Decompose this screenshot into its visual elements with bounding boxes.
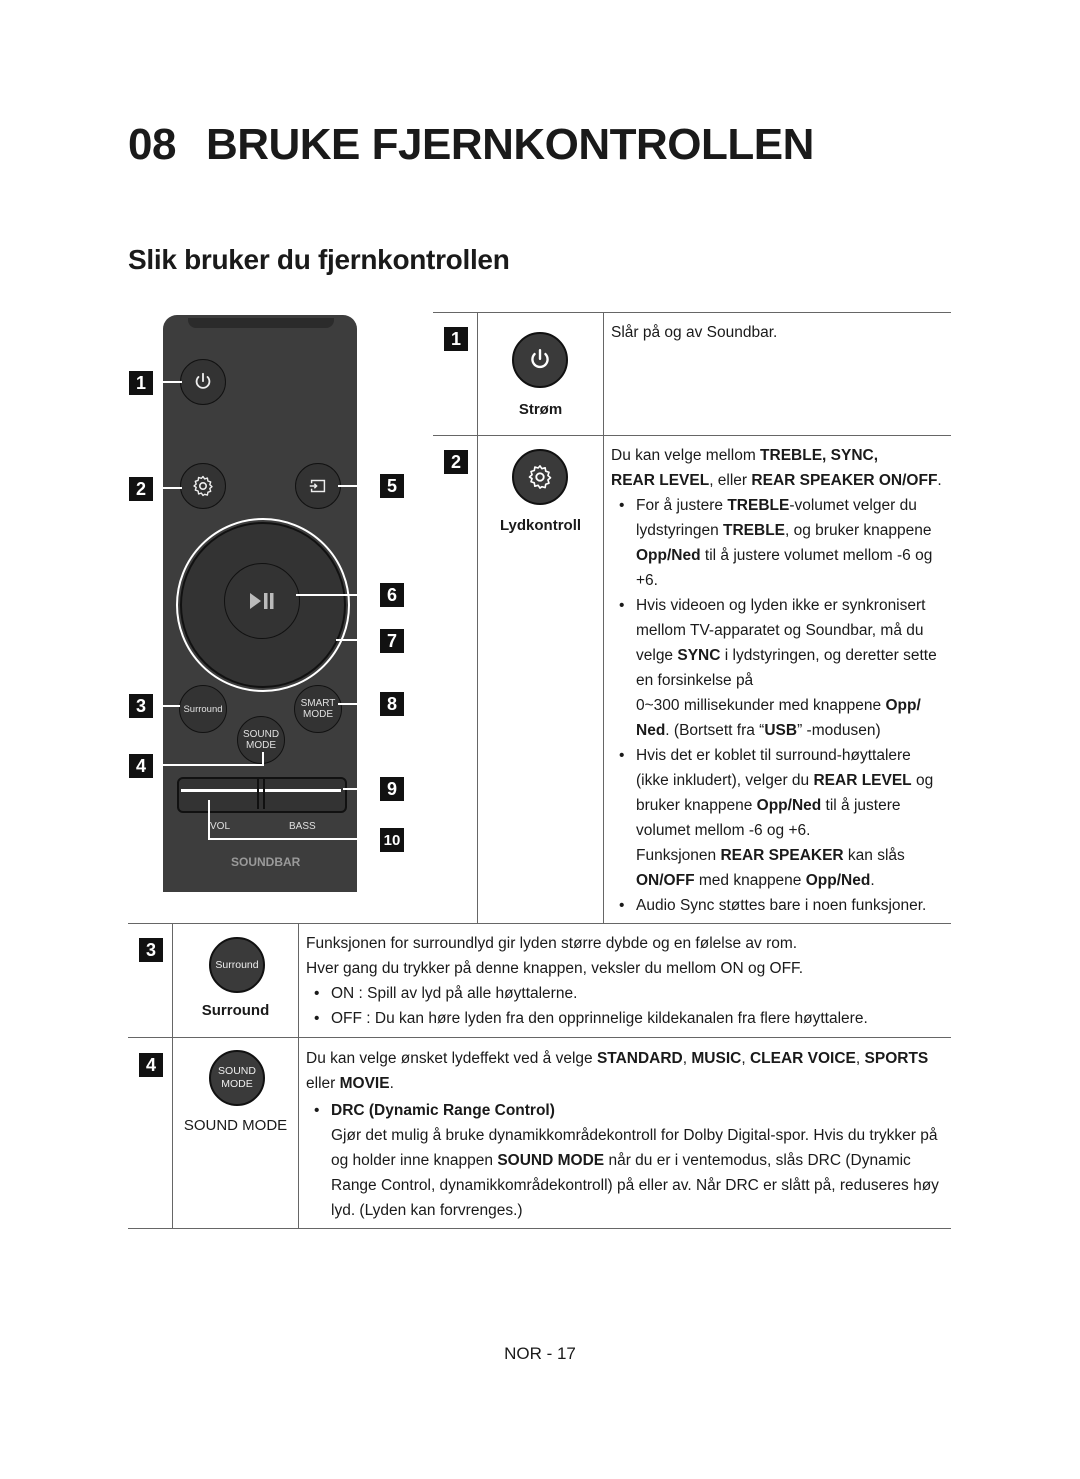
chapter-number: 08 bbox=[128, 120, 176, 169]
row-3-bullet-on: ON : Spill av lyd på alle høyttalerne. bbox=[306, 981, 946, 1006]
remote-brand-label: SOUNDBAR bbox=[231, 855, 301, 869]
remote-mode-label: MODE bbox=[303, 709, 333, 720]
page-number: NOR - 17 bbox=[504, 1344, 576, 1363]
sound-control-button-illustration bbox=[512, 449, 568, 505]
row-3-label: Surround bbox=[201, 1002, 270, 1019]
row-1-description: Slår på og av Soundbar. bbox=[611, 324, 778, 341]
row-3-number: 3 bbox=[139, 938, 163, 962]
power-icon bbox=[195, 372, 211, 389]
callout-9: 9 bbox=[380, 777, 404, 801]
row-4-number: 4 bbox=[139, 1053, 163, 1077]
remote-bass-label: BASS bbox=[289, 821, 316, 832]
remote-sound-mode-label: MODE bbox=[246, 740, 276, 751]
row-2-label: Lydkontroll bbox=[499, 517, 582, 534]
remote-vol-label: VOL bbox=[210, 821, 231, 832]
surround-button-text: Surround bbox=[215, 959, 259, 971]
callout-3: 3 bbox=[129, 694, 153, 718]
callout-4: 4 bbox=[129, 754, 153, 778]
remote-smart-label: SMART bbox=[300, 698, 336, 709]
remote-vol-bass-rocker bbox=[177, 777, 347, 813]
remote-settings-button bbox=[180, 463, 226, 509]
callout-10: 10 bbox=[380, 828, 404, 852]
row-2-bullet-treble: For å justere TREBLE-volumet velger du l… bbox=[611, 493, 946, 593]
row-4-description: Du kan velge ønsket lydeffekt ved å velg… bbox=[306, 1046, 946, 1223]
row-2-bullet-rear-level: Hvis det er koblet til surround-høyttale… bbox=[611, 743, 946, 843]
row-4-bullet-drc: DRC (Dynamic Range Control) bbox=[306, 1098, 946, 1123]
remote-smart-mode-button: SMART MODE bbox=[294, 685, 342, 733]
callout-1: 1 bbox=[129, 371, 153, 395]
row-4-drc-text: Gjør det mulig å bruke dynamikkområdekon… bbox=[331, 1127, 939, 1219]
row-1-number: 1 bbox=[444, 327, 468, 351]
remote-surround-label: Surround bbox=[183, 703, 223, 715]
chapter-title: 08 BRUKE FJERNKONTROLLEN bbox=[128, 120, 814, 170]
row-3-description: Funksjonen for surroundlyd gir lyden stø… bbox=[306, 931, 946, 1031]
remote-source-button bbox=[295, 463, 341, 509]
row-4-label: SOUND MODE bbox=[183, 1117, 288, 1134]
row-2-bullet-sync: Hvis videoen og lyden ikke er synkronise… bbox=[611, 593, 946, 693]
remote-power-button bbox=[180, 359, 226, 405]
callout-2: 2 bbox=[129, 477, 153, 501]
sound-mode-button-illustration: SOUND MODE bbox=[209, 1050, 265, 1106]
section-title: Slik bruker du fjernkontrollen bbox=[128, 244, 510, 275]
play-pause-icon bbox=[250, 593, 274, 609]
remote-play-pause-button bbox=[224, 563, 300, 639]
row-2-rear-speaker: Funksjonen REAR SPEAKER kan slås ON/OFF … bbox=[636, 847, 905, 889]
row-2-bullet-audio-sync: Audio Sync støttes bare i noen funksjone… bbox=[611, 893, 946, 918]
row-2-sync-continued: 0~300 millisekunder med knappene Opp/ Ne… bbox=[636, 697, 921, 739]
row-2-number: 2 bbox=[444, 450, 468, 474]
row-2-description: Du kan velge mellom TREBLE, SYNC, REAR L… bbox=[611, 443, 946, 918]
remote-ir-window bbox=[188, 318, 334, 328]
power-icon bbox=[531, 349, 549, 369]
source-icon bbox=[308, 479, 326, 493]
callout-7: 7 bbox=[380, 629, 404, 653]
remote-sound-mode-button: SOUND MODE bbox=[237, 716, 285, 764]
remote-sound-label: SOUND bbox=[242, 729, 280, 740]
remote-surround-button: Surround bbox=[179, 685, 227, 733]
callout-8: 8 bbox=[380, 692, 404, 716]
power-button-illustration bbox=[512, 332, 568, 388]
callout-5: 5 bbox=[380, 474, 404, 498]
gear-icon bbox=[193, 475, 213, 497]
gear-icon bbox=[528, 465, 552, 489]
callout-6: 6 bbox=[380, 583, 404, 607]
remote-navigation-ring bbox=[176, 518, 350, 692]
row-1-label: Strøm bbox=[518, 401, 563, 418]
chapter-heading: BRUKE FJERNKONTROLLEN bbox=[205, 120, 814, 169]
row-3-bullet-off: OFF : Du kan høre lyden fra den opprinne… bbox=[306, 1006, 946, 1031]
surround-button-illustration: Surround bbox=[209, 937, 265, 993]
